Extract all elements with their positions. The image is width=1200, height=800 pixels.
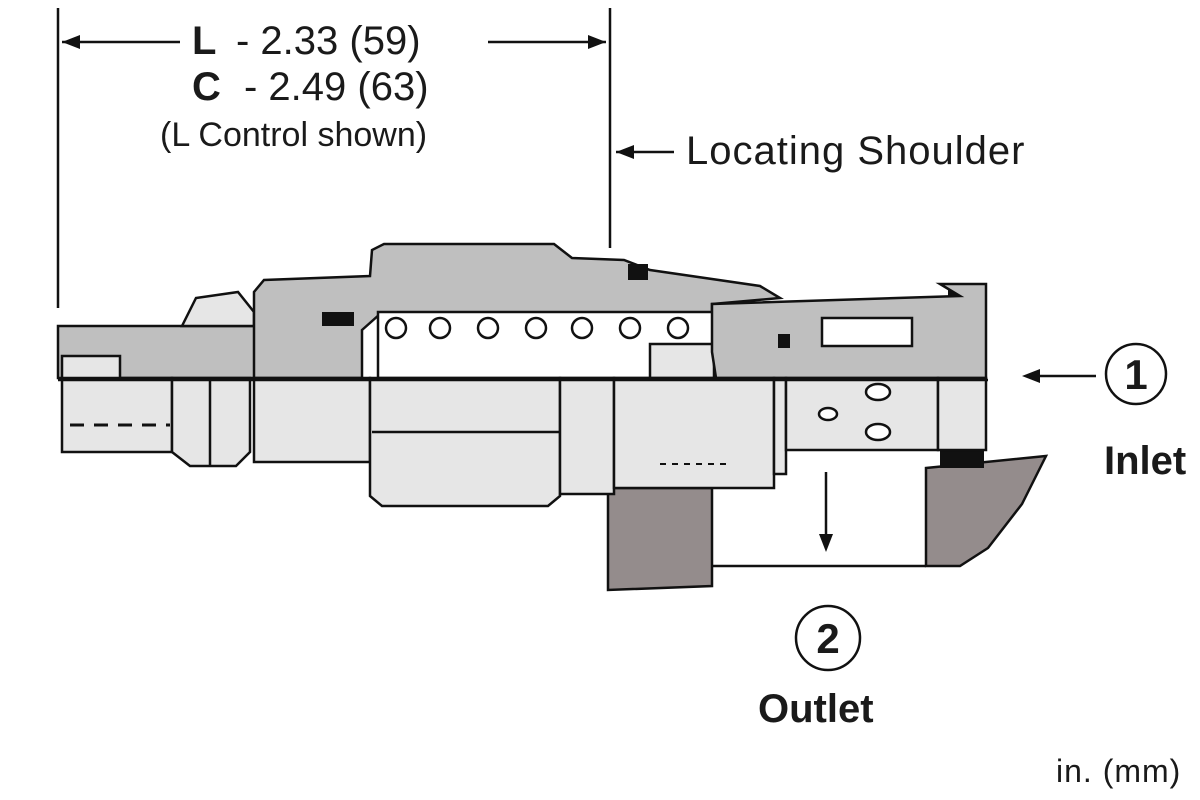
cage-port-2 xyxy=(817,406,839,422)
spring xyxy=(384,316,690,340)
port-1-number: 1 xyxy=(1124,351,1147,398)
port-2-name: Outlet xyxy=(758,687,874,731)
cage-port-1 xyxy=(864,382,892,402)
spring-guide xyxy=(648,342,716,380)
stem-tip-lower xyxy=(60,376,174,454)
seal-shoulder xyxy=(628,264,648,280)
manifold-section-right xyxy=(924,454,1049,568)
dimension-l-letter: L xyxy=(192,19,216,63)
port-2-number: 2 xyxy=(816,615,839,662)
valve-cage xyxy=(784,376,940,452)
dimension-c-value: - 2.49 (63) xyxy=(244,65,429,109)
body-lower-center xyxy=(368,376,562,508)
outlet-flow-arrow xyxy=(819,472,833,552)
seal-upper-left xyxy=(322,312,354,326)
body-lower-left xyxy=(252,376,372,464)
body-lower-neck xyxy=(558,376,616,496)
port-1-name: Inlet xyxy=(1104,439,1186,483)
dimension-l-value: - 2.33 (59) xyxy=(236,19,421,63)
pilot-seat xyxy=(778,334,790,348)
locating-shoulder-label: Locating Shoulder xyxy=(686,129,1025,173)
pilot-chamber xyxy=(820,316,914,348)
port-2-circle xyxy=(794,604,862,672)
locating-shoulder-arrow xyxy=(616,145,674,159)
port-1-circle xyxy=(1104,342,1168,406)
seal-lower-right xyxy=(940,450,984,468)
dimension-arrow-left xyxy=(62,35,180,49)
dimension-arrow-right xyxy=(488,35,606,49)
locknut-upper xyxy=(179,290,256,328)
cage-port-3 xyxy=(864,422,892,442)
dimension-note: (L Control shown) xyxy=(160,116,427,154)
inlet-flow-arrow xyxy=(1022,369,1096,383)
manifold-section-left xyxy=(606,486,714,592)
body-lower-collar xyxy=(772,376,788,476)
cage-end xyxy=(936,376,988,452)
body-lower-sleeve xyxy=(612,376,776,490)
stem-hex-slot xyxy=(60,354,122,380)
units-label: in. (mm) xyxy=(1056,753,1181,789)
dimension-c-letter: C xyxy=(192,65,221,109)
